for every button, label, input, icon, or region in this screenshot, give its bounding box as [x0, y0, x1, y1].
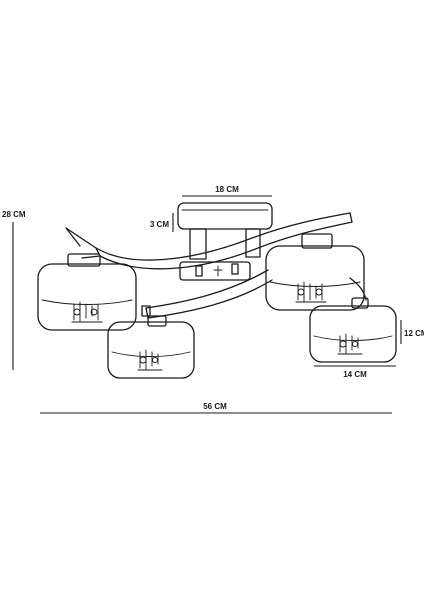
light-bulb-icon: [137, 349, 163, 371]
dimension-label-canopy-width: 18 CM: [215, 185, 239, 194]
dimension-shade-width: 14 CM: [314, 365, 396, 379]
dimension-label-total-width: 56 CM: [203, 402, 227, 411]
dimension-label-total-height: 28 CM: [2, 210, 26, 219]
ceiling-canopy: [177, 202, 273, 260]
light-bulb-icon: [71, 301, 103, 323]
dimension-canopy-height: 3 CM: [150, 213, 174, 232]
dimension-total-height: 28 CM: [2, 210, 26, 370]
lamp-shade-left: [37, 253, 137, 331]
dimension-label-shade-height: 12 CM: [404, 329, 424, 338]
dimension-label-canopy-height: 3 CM: [150, 220, 169, 229]
dimension-label-shade-width: 14 CM: [343, 370, 367, 379]
dimension-total-width: 56 CM: [40, 402, 392, 414]
lamp-shade-center: [107, 315, 195, 379]
lamp-shade-right-front: [309, 297, 397, 363]
dimension-shade-height: 12 CM: [400, 320, 424, 344]
light-bulb-icon: [295, 281, 327, 303]
lamp-shade-right-back: [265, 233, 365, 311]
dimension-canopy-width: 18 CM: [182, 185, 272, 197]
light-bulb-icon: [337, 333, 363, 355]
